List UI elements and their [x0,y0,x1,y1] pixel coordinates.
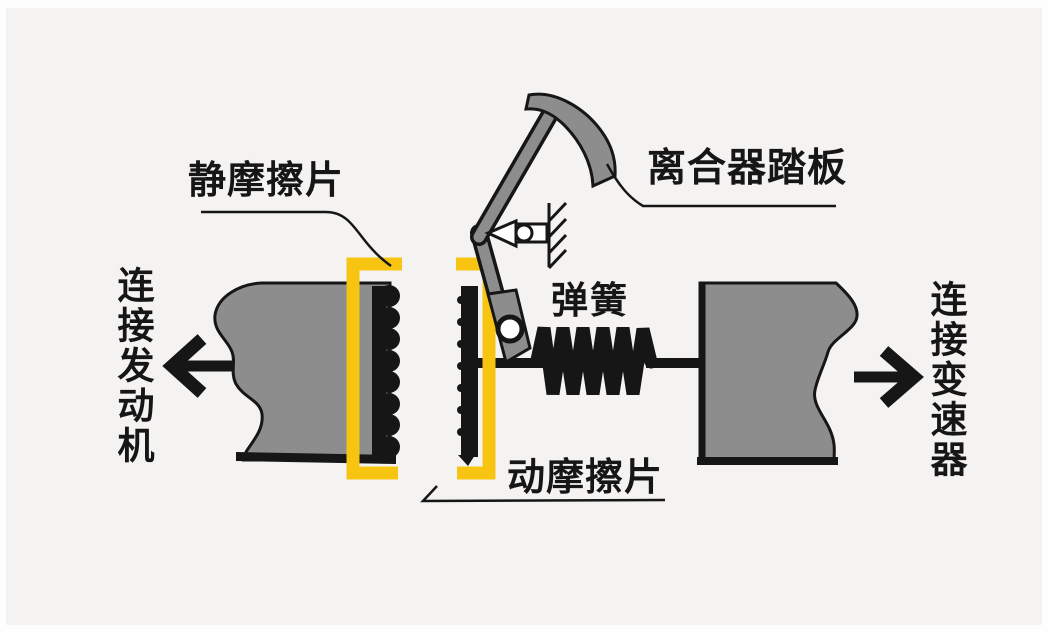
leader-line-dynamic-plate [420,485,666,503]
clutch-pedal-shape [470,92,617,365]
spring-shape [530,326,658,395]
label-dynamic-friction-plate: 动摩擦片 [507,455,664,499]
highlight-bracket-left [346,257,402,480]
leader-line-static-plate [201,210,392,268]
engine-flywheel-shape [213,281,396,464]
label-connect-engine: 连接发动机 [110,266,154,466]
transmission-block-shape [697,281,859,465]
left-arrow-icon [162,334,232,398]
label-spring: 弹簧 [551,279,629,322]
right-arrow-icon [854,346,924,408]
leader-line-clutch-pedal [605,163,836,208]
dynamic-friction-plate-shape [457,286,478,466]
diagram-panel [6,8,1042,625]
label-clutch-pedal: 离合器踏板 [647,146,848,191]
roller-pin [495,314,525,344]
label-static-friction-plate: 静摩擦片 [188,158,345,202]
static-friction-plate-shape [372,285,400,458]
pedal-pad-shape [524,92,617,189]
label-connect-transmission: 连接变速器 [923,280,967,480]
pivot-support-icon [484,201,568,270]
highlight-bracket-right [456,257,496,480]
